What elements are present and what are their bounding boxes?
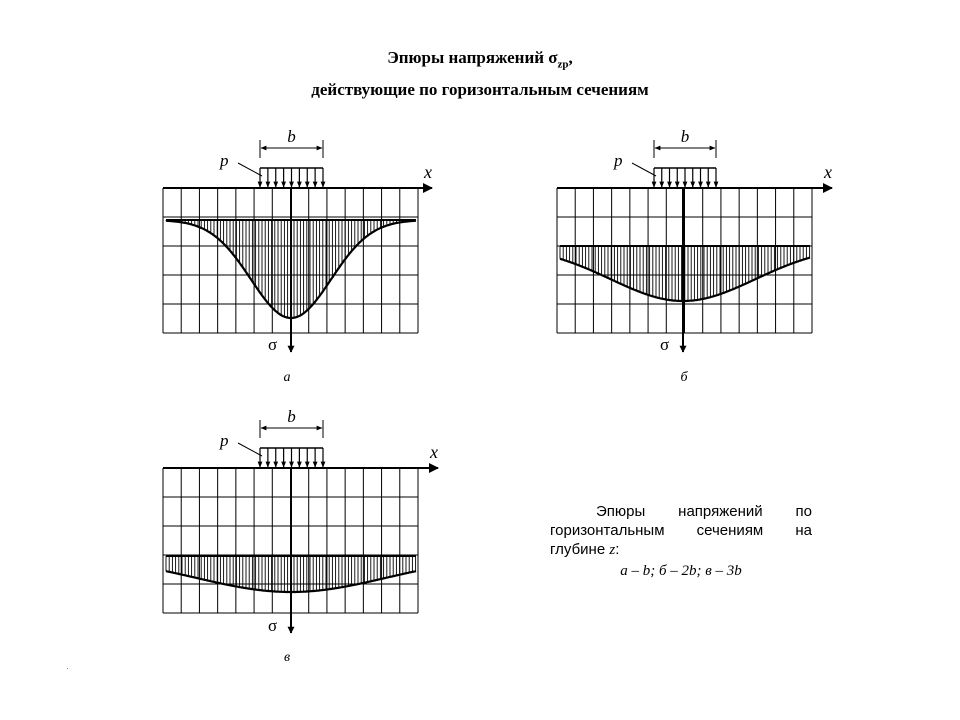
width-label: b — [681, 127, 690, 146]
caption-line-3: глубине z: — [550, 540, 812, 560]
stress-axis-label: σ — [268, 616, 277, 635]
stray-dot — [67, 668, 68, 669]
diagram-panel-c: b p x σ — [162, 407, 439, 635]
diagram-panel-a: b p x σ — [162, 127, 433, 354]
caption-z: z — [609, 542, 616, 558]
caption-line-2: горизонтальным сечениям на — [550, 522, 812, 539]
width-label: b — [287, 407, 296, 426]
caption-cases: а – b; б – 2b; в – 3b — [620, 563, 742, 579]
stress-axis-label: σ — [660, 335, 669, 354]
load-leader-line — [237, 162, 263, 177]
width-label: b — [287, 127, 296, 146]
load-leader-line — [631, 162, 657, 177]
stress-curve — [559, 256, 811, 303]
stress-axis-label: σ — [268, 335, 277, 354]
panel-letter-a: а — [284, 370, 291, 385]
title-prefix: Эпюры напряжений σ — [387, 48, 558, 67]
diagram-panel-b: b p x σ — [556, 127, 833, 354]
caption-line-1: Эпюры напряжений по — [596, 503, 812, 520]
x-axis-label: x — [823, 162, 832, 182]
load-label: p — [219, 431, 229, 450]
caption-depth-text: глубине — [550, 541, 606, 558]
caption-colon: : — [615, 541, 620, 558]
title-line-1: Эпюры напряжений σzp, — [0, 48, 960, 70]
title-line-2: действующие по горизонтальным сечениям — [311, 80, 649, 99]
load-label: p — [613, 151, 623, 170]
load-leader-line — [237, 442, 263, 457]
caption: Эпюры напряжений по горизонтальным сечен… — [550, 502, 812, 581]
load-label: p — [219, 151, 229, 170]
x-axis-label: x — [429, 442, 438, 462]
title-suffix: , — [568, 48, 573, 67]
title-subscript: zp — [557, 58, 569, 71]
panel-letter-b: б — [680, 370, 688, 385]
x-axis-label: x — [423, 162, 432, 182]
panel-letter-c: в — [284, 650, 290, 665]
